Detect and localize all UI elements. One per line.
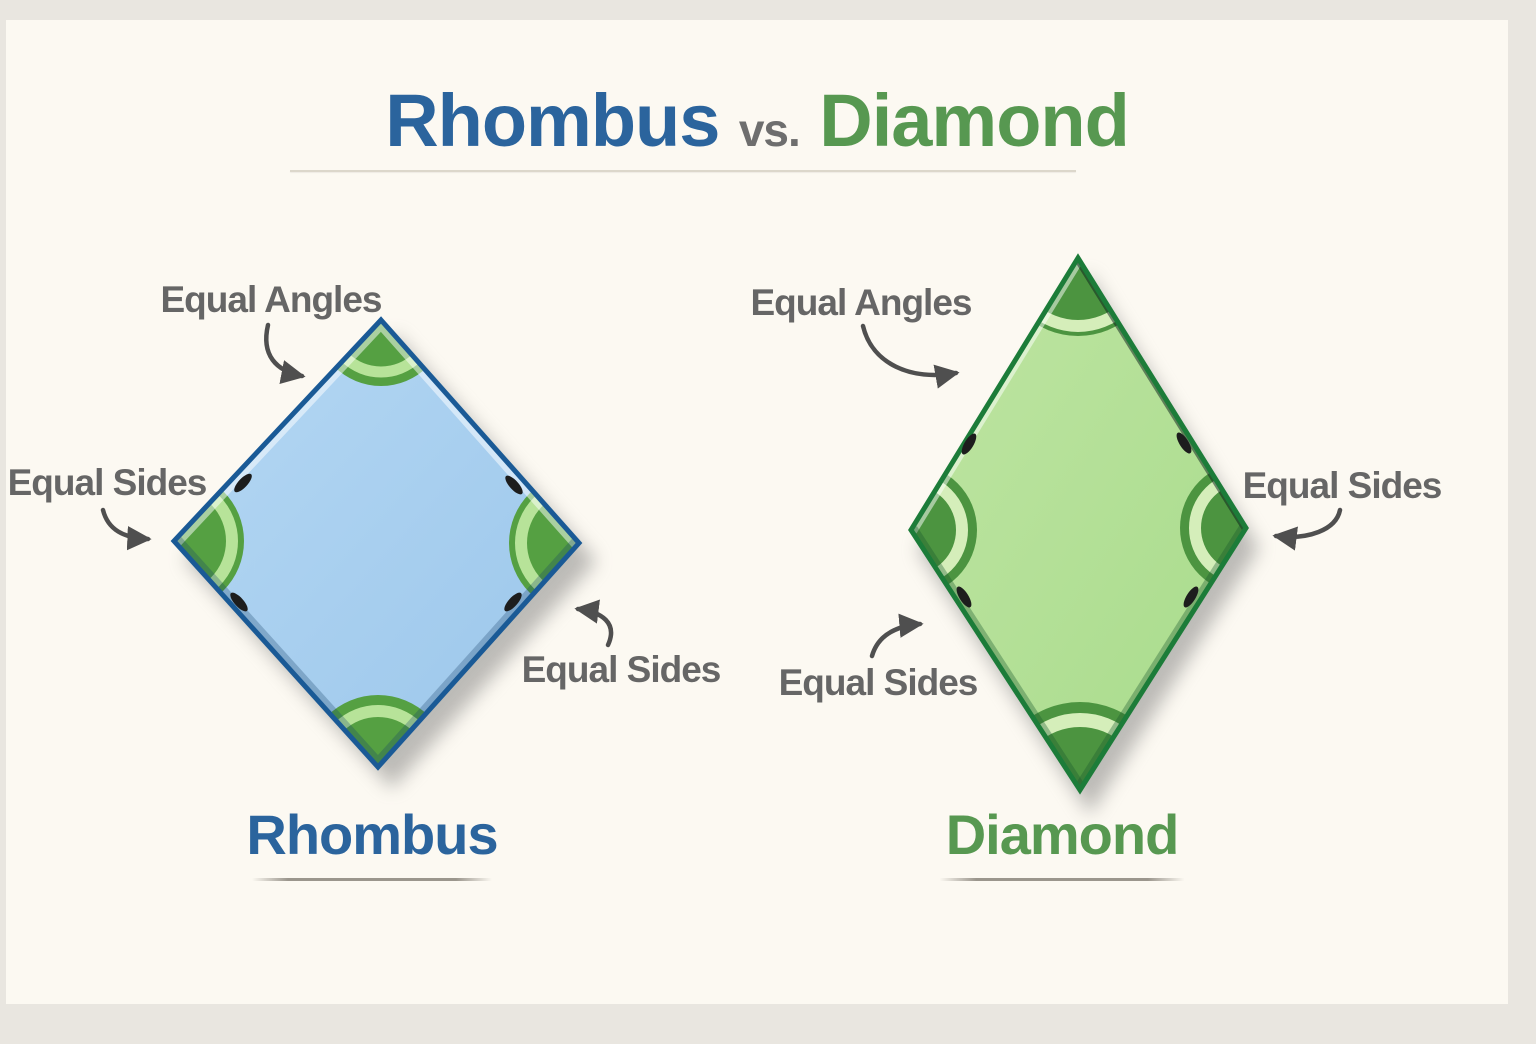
rhombus-side-ticks bbox=[230, 473, 523, 612]
content-card: Rhombus vs. Diamond bbox=[6, 20, 1508, 1004]
arrow-rhombus-sides-bottom bbox=[574, 599, 614, 648]
caption-diamond-underline bbox=[939, 878, 1185, 881]
arrow-rhombus-angles bbox=[264, 322, 306, 385]
arrow-diamond-angles bbox=[860, 323, 960, 389]
label-rhombus-equal-sides-bottom: Equal Sides bbox=[521, 649, 722, 690]
label-rhombus-equal-sides-left: Equal Sides bbox=[7, 462, 208, 503]
shapes-diagram bbox=[100, 253, 1343, 795]
caption-rhombus: Rhombus bbox=[246, 803, 498, 866]
caption-rhombus-underline bbox=[252, 878, 492, 881]
diamond-side-ticks bbox=[956, 432, 1199, 608]
annotation-arrows bbox=[100, 322, 1343, 659]
caption-diamond: Diamond bbox=[945, 803, 1180, 866]
page-title: Rhombus vs. Diamond bbox=[6, 78, 1508, 163]
title-diamond: Diamond bbox=[819, 79, 1130, 162]
label-rhombus-equal-angles: Equal Angles bbox=[160, 279, 382, 320]
label-diamond-equal-sides-right: Equal Sides bbox=[1242, 465, 1443, 506]
label-diamond-equal-sides-bottom: Equal Sides bbox=[778, 662, 979, 703]
label-diamond-equal-angles: Equal Angles bbox=[750, 282, 972, 323]
arrow-diamond-sides-bottom bbox=[869, 613, 924, 659]
rhombus-shape bbox=[170, 316, 583, 771]
arrow-diamond-sides-right bbox=[1272, 507, 1343, 551]
title-rhombus: Rhombus bbox=[385, 79, 720, 162]
title-divider bbox=[290, 170, 1076, 172]
title-separator: vs. bbox=[738, 104, 801, 156]
arrow-rhombus-sides-left bbox=[100, 507, 152, 551]
